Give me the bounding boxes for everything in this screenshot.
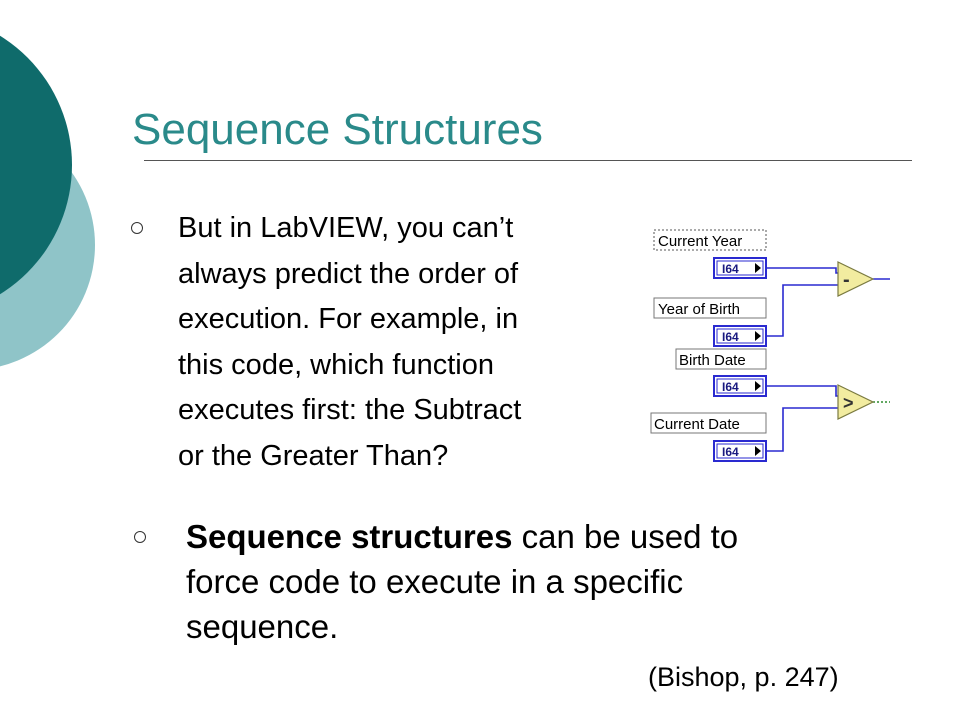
title-underline [144,160,912,161]
citation: (Bishop, p. 247) [648,662,839,692]
function-symbol: > [843,393,854,413]
labview-block-diagram: Current Year I64 Year of Birth I64 Birth… [650,229,890,462]
greater-than-icon: > [837,384,875,420]
terminal-current-date: Current Date I64 [650,412,767,462]
type-tag: I64 [722,330,739,344]
bullet-2-text: Sequence structures can be used to force… [186,514,866,649]
slide-title: Sequence Structures [132,105,543,154]
bullet-1-line: always predict the order of [178,257,519,290]
terminal-current-year: Current Year I64 [653,229,767,279]
bullet-1-text: But in LabVIEW, you can’t always predict… [178,206,628,479]
bullet-1-line: this code, which function [178,348,494,381]
decorative-circles [0,35,95,367]
terminal-year-of-birth: Year of Birth I64 [653,297,767,347]
bold-term: Sequence structures [186,518,513,555]
bullet-1-line: But in LabVIEW, you can’t [178,212,514,244]
terminal-birth-date: Birth Date I64 [675,348,767,397]
bullet-1-line: execution. For example, in [178,303,519,335]
bullet-circle-icon [134,531,146,543]
subtract-icon: - [837,261,875,297]
bullet-1-line: executes first: the Subtract [178,394,522,426]
dark-teal-circle [0,35,72,295]
bullet-2-line: Sequence structures can be used to [186,514,866,559]
bullet-2-line-1-rest: can be used to [512,518,739,555]
type-tag: I64 [722,262,739,276]
terminal-label: Current Year [658,233,742,250]
bullet-2-line: sequence. [186,608,339,645]
terminal-label: Birth Date [679,352,746,369]
bullet-2-line: force code to execute in a specific [186,563,684,600]
bullet-circle-icon [131,222,143,234]
wires [766,267,890,452]
terminal-label: Current Date [654,416,740,433]
terminal-label: Year of Birth [658,301,740,318]
function-symbol: - [843,269,850,291]
type-tag: I64 [722,445,739,459]
type-tag: I64 [722,380,739,394]
bullet-1-line: or the Greater Than? [178,439,449,472]
